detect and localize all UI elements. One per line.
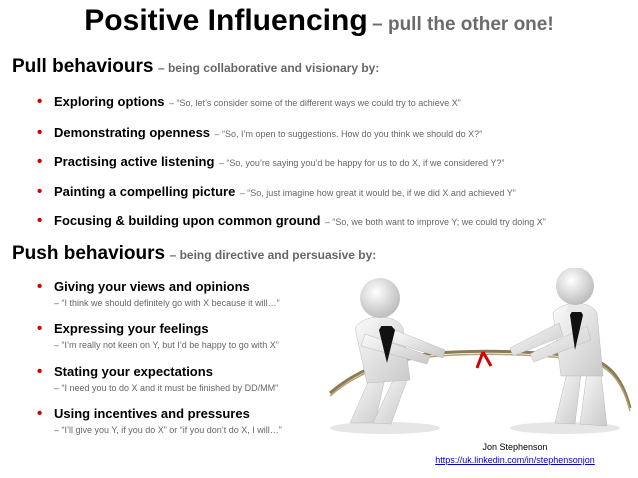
push-item-label: Stating your expectations <box>54 364 213 379</box>
push-item-label: Using incentives and pressures <box>54 406 250 421</box>
tug-of-war-illustration <box>329 268 632 434</box>
pull-item-label: Demonstrating openness <box>54 125 211 140</box>
title-main: Positive Influencing <box>84 4 368 37</box>
push-item-quote: – “I need you to do X and it must be fin… <box>54 383 279 393</box>
author-name: Jon Stephenson <box>482 442 548 452</box>
pull-item-label: Exploring options <box>54 94 165 109</box>
pull-item-quote: – “So, just imagine how great it would b… <box>239 188 516 198</box>
push-item-label: Giving your views and opinions <box>54 279 250 294</box>
pull-heading: Pull behaviours – being collaborative an… <box>12 56 379 78</box>
bullet-icon: • <box>37 153 43 170</box>
push-item-quote: – “I’ll give you Y, if you do X” or “if … <box>54 425 282 435</box>
push-item-quote: – “I’m really not keen on Y, but I’d be … <box>54 340 279 350</box>
ribbon-icon <box>475 351 493 369</box>
figure-left <box>349 278 446 425</box>
tie-icon <box>379 323 395 363</box>
pull-item-label: Painting a compelling picture <box>54 184 236 199</box>
pull-item-quote: – “So, you’re saying you’d be happy for … <box>218 158 505 168</box>
pull-item: • Focusing & building upon common ground… <box>37 212 546 230</box>
pull-item: • Exploring options – “So, let’s conside… <box>37 93 461 111</box>
push-item: • Stating your expectations – “I need yo… <box>37 363 279 393</box>
pull-item-label: Focusing & building upon common ground <box>54 213 321 228</box>
push-subheading: – being directive and persuasive by: <box>169 248 377 262</box>
bullet-icon: • <box>37 212 43 229</box>
push-item-label: Expressing your feelings <box>54 321 209 336</box>
bullet-icon: • <box>37 183 43 200</box>
pull-subheading: – being collaborative and visionary by: <box>157 61 380 75</box>
push-item: • Giving your views and opinions – “I th… <box>37 278 280 308</box>
pull-item-quote: – “So, let’s consider some of the differ… <box>168 98 461 108</box>
pull-item-label: Practising active listening <box>54 154 215 169</box>
figure-right <box>509 268 608 427</box>
pull-heading-text: Pull behaviours <box>12 56 154 77</box>
title-sub: – pull the other one! <box>372 14 554 35</box>
linkedin-link[interactable]: https://uk.linkedin.com/in/stephensonjon <box>435 455 595 465</box>
pull-item-quote: – “So, I’m open to suggestions. How do y… <box>214 129 483 139</box>
tie-icon <box>570 308 583 350</box>
pull-item-quote: – “So, we both want to improve Y; we cou… <box>324 217 546 227</box>
push-item: • Using incentives and pressures – “I’ll… <box>37 405 282 435</box>
bullet-icon: • <box>37 363 43 380</box>
pull-item: • Painting a compelling picture – “So, j… <box>37 183 516 201</box>
push-heading-text: Push behaviours <box>12 243 166 264</box>
slide-title: Positive Influencing – pull the other on… <box>0 4 638 38</box>
pull-item: • Demonstrating openness – “So, I’m open… <box>37 124 483 142</box>
bullet-icon: • <box>37 124 43 141</box>
bullet-icon: • <box>37 405 43 422</box>
author-credit: Jon Stephenson https://uk.linkedin.com/i… <box>400 442 630 465</box>
push-item-quote: – “I think we should definitely go with … <box>54 298 280 308</box>
push-heading: Push behaviours – being directive and pe… <box>12 243 376 265</box>
bullet-icon: • <box>37 278 43 295</box>
shadow-left <box>330 422 440 434</box>
bullet-icon: • <box>37 320 43 337</box>
bullet-icon: • <box>37 93 43 110</box>
pull-item: • Practising active listening – “So, you… <box>37 153 505 171</box>
push-item: • Expressing your feelings – “I’m really… <box>37 320 279 350</box>
